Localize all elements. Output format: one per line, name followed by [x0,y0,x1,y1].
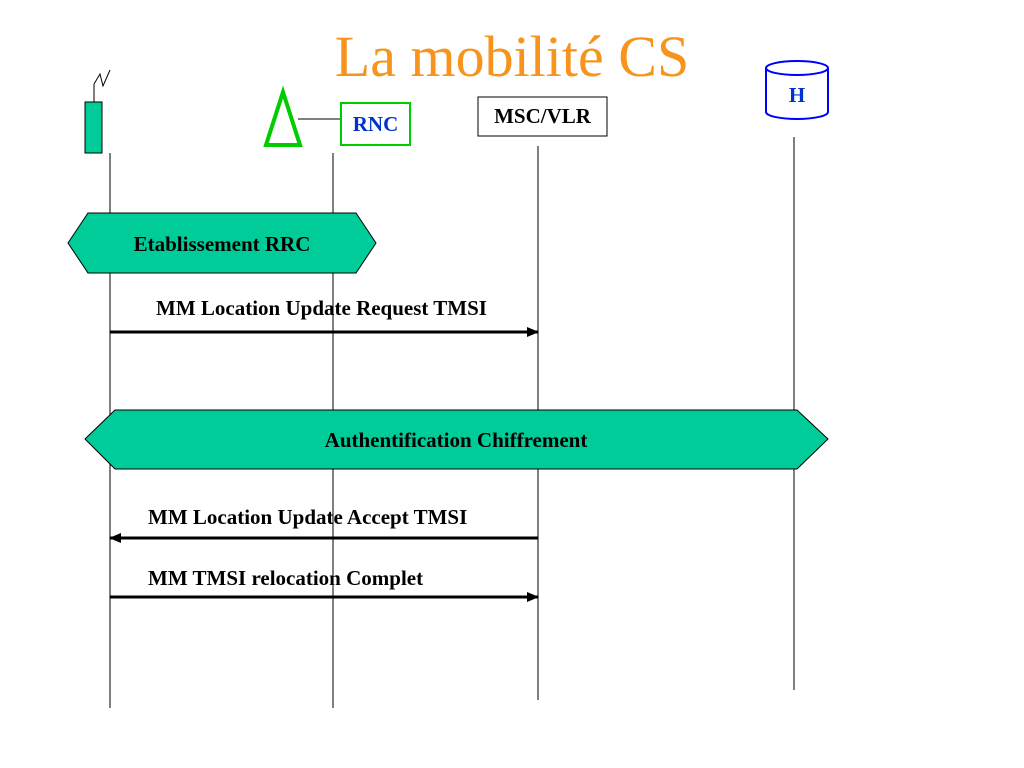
band-etablissement-rrc: Etablissement RRC [67,212,377,274]
rnc-node: RNC [340,102,411,146]
message-location-update-accept: MM Location Update Accept TMSI [109,505,538,543]
page-title: La mobilité CS [334,24,690,89]
message-tmsi-relocation-complete: MM TMSI relocation Complet [110,566,539,602]
msc-label: MSC/VLR [494,104,592,128]
antenna-icon [263,85,303,147]
message-location-update-request: MM Location Update Request TMSI [110,296,539,337]
band-label: Etablissement RRC [134,232,311,256]
hlr-label: H [789,83,805,107]
band-authentification-chiffrement: Authentification Chiffrement [84,409,829,470]
rnc-label: RNC [353,112,399,136]
band-label: Authentification Chiffrement [325,428,588,452]
message-label: MM Location Update Accept TMSI [148,505,467,529]
message-label: MM Location Update Request TMSI [156,296,487,320]
mobile-phone-icon [84,69,111,154]
msc-node: MSC/VLR [477,96,608,137]
database-icon: H [765,60,829,120]
message-label: MM TMSI relocation Complet [148,566,423,590]
